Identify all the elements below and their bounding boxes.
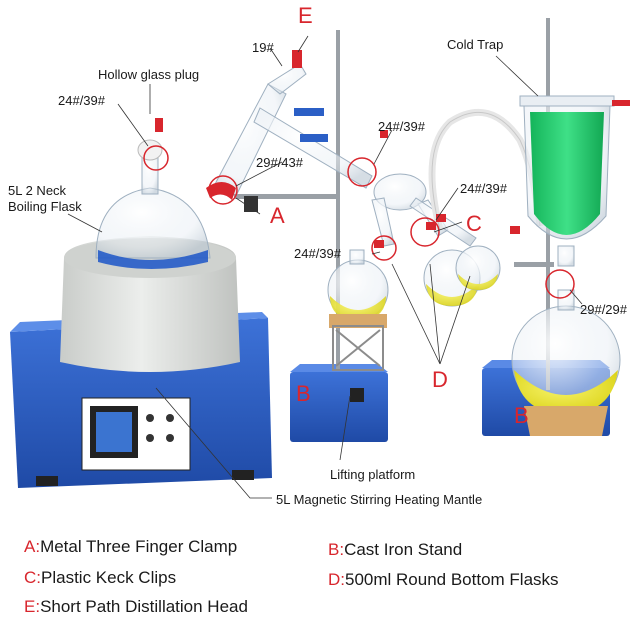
legend-text: Metal Three Finger Clamp <box>40 537 238 556</box>
label-flask-line-2: Boiling Flask <box>8 199 82 214</box>
label-joint-24-39-mid: 24#/39# <box>378 119 425 134</box>
legend-text: Short Path Distillation Head <box>40 597 248 616</box>
boiling-flask <box>95 118 211 269</box>
callout-letter-e: E <box>298 3 313 28</box>
cold-trap <box>514 95 630 267</box>
label-joint-29-43: 29#/43# <box>256 155 303 170</box>
legend-item-d: D:500ml Round Bottom Flasks <box>328 570 559 590</box>
legend-item-b: B:Cast Iron Stand <box>328 540 462 560</box>
legend-text: Cast Iron Stand <box>344 540 463 559</box>
callout-letter-b-right: B <box>514 403 529 428</box>
label-hollow-glass-plug: Hollow glass plug <box>98 67 200 82</box>
label-lifting-platform: Lifting platform <box>330 467 416 482</box>
callout-letter-c: C <box>466 211 482 236</box>
legend-key: C: <box>24 568 41 587</box>
callout-letter-d: D <box>432 367 448 392</box>
heating-mantle <box>10 236 272 488</box>
legend-item-e: E:Short Path Distillation Head <box>24 597 248 617</box>
callout-letter-a: A <box>270 203 285 228</box>
receiving-flask-2 <box>423 245 501 307</box>
vacuum-tubing <box>428 108 544 231</box>
label-joint-24-39-left: 24#/39# <box>58 93 105 108</box>
legend-item-a: A:Metal Three Finger Clamp <box>24 537 237 557</box>
label-joint-24-39-receiver: 24#/39# <box>294 246 341 261</box>
leader-lines <box>67 35 583 499</box>
trap-receiving-flask <box>511 289 621 436</box>
receiving-flask-1 <box>327 249 389 402</box>
label-heating-mantle: 5L Magnetic Stirring Heating Mantle <box>276 492 483 507</box>
legend-key: A: <box>24 537 41 556</box>
legend-text: Plastic Keck Clips <box>41 568 177 587</box>
distillation-head <box>213 50 373 197</box>
label-joint-24-39-condenser: 24#/39# <box>460 181 507 196</box>
legend-item-c: C:Plastic Keck Clips <box>24 568 176 588</box>
legend-key: D: <box>328 570 345 589</box>
legend-text: 500ml Round Bottom Flasks <box>345 570 559 589</box>
label-joint-29-29: 29#/29# <box>580 302 627 317</box>
label-flask-line-1: 5L 2 Neck <box>8 183 67 198</box>
three-finger-clamp <box>206 182 338 212</box>
legend-key: E: <box>24 597 41 616</box>
callout-letter-b-middle: B <box>296 381 311 406</box>
legend-key: B: <box>328 540 345 559</box>
label-joint-19: 19# <box>252 40 274 55</box>
callout-markers <box>143 145 575 299</box>
label-cold-trap: Cold Trap <box>447 37 504 52</box>
keck-clips <box>374 130 520 248</box>
